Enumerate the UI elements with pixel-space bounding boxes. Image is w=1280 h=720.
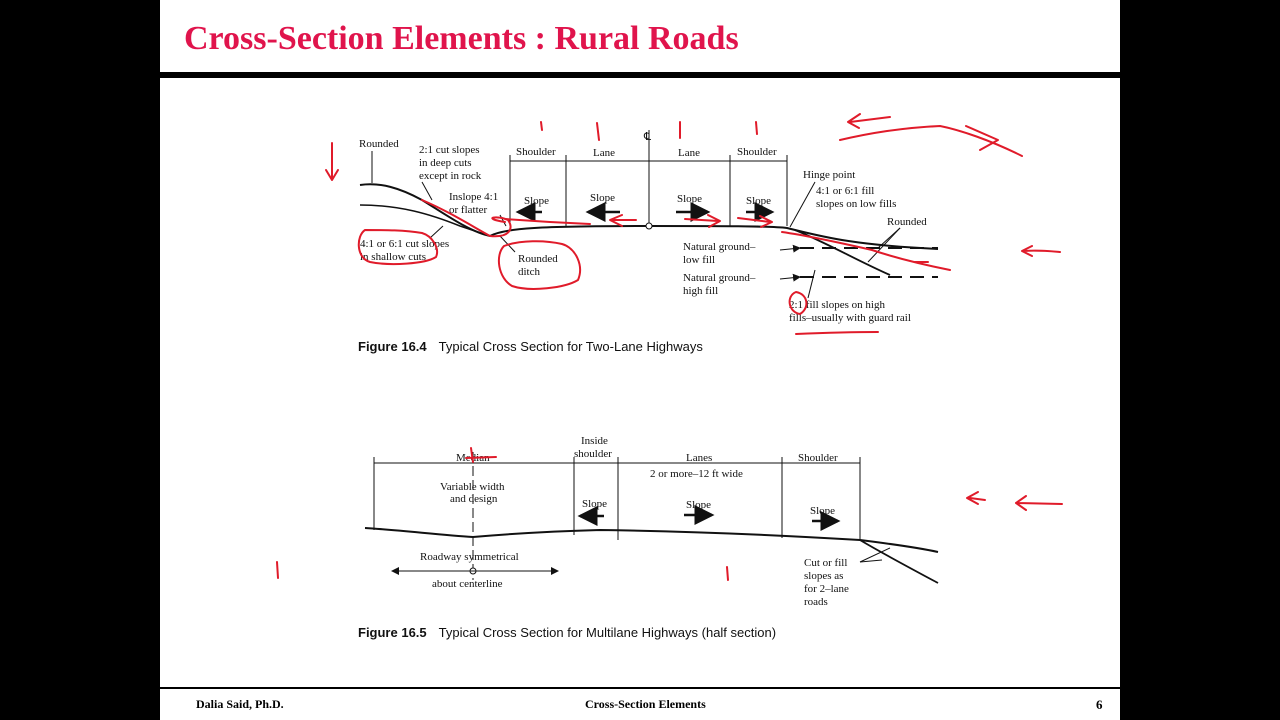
fig1-label-slope-2: Slope — [590, 192, 615, 204]
fig1-label-fill-high-2: fills–usually with guard rail — [789, 312, 911, 324]
fig1-caption: Figure 16.4 Typical Cross Section for Tw… — [358, 338, 703, 355]
fig1-label-shoulder-left: Shoulder — [516, 146, 556, 158]
fig2-label-cut-fill-4: roads — [804, 596, 828, 608]
footer-topic: Cross-Section Elements — [585, 697, 706, 711]
fig1-label-rounded-ditch-2: ditch — [518, 266, 540, 278]
fig1-label-inslope-1: Inslope 4:1 — [449, 191, 498, 203]
fig1-label-cut-slopes-2: in deep cuts — [419, 157, 472, 169]
figures-canvas: Rounded 2:1 cut slopes in deep cuts exce… — [276, 113, 1063, 641]
fig2-ground-profile — [364, 527, 939, 553]
fig1-label-natural-high-2: high fill — [683, 285, 718, 297]
fig1-caption-text: Typical Cross Section for Two-Lane Highw… — [439, 339, 704, 354]
fig2-label-inside-shoulder-2: shoulder — [574, 448, 612, 460]
slide-title: Cross-Section Elements : Rural Roads — [184, 20, 739, 57]
fig1-cut-slope — [359, 204, 491, 237]
fig2-caption-text: Typical Cross Section for Multilane High… — [439, 625, 776, 640]
fig1-label-rounded-right: Rounded — [887, 216, 927, 228]
fig2-label-roadway-2: about centerline — [432, 578, 503, 590]
fig2-label-cut-fill-2: slopes as — [804, 570, 843, 582]
fig1-label-natural-low-1: Natural ground– — [683, 241, 756, 253]
fig2-label-cut-fill-3: for 2–lane — [804, 583, 849, 595]
fig2-caption-number: Figure 16.5 — [358, 625, 427, 640]
fig1-label-hinge-point: Hinge point — [803, 169, 855, 181]
footer-divider — [160, 687, 1120, 689]
fig1-label-rounded-left: Rounded — [359, 138, 399, 150]
fig1-label-fill-low-1: 4:1 or 6:1 fill — [816, 185, 874, 197]
red-annotations — [276, 113, 1063, 581]
fig1-label-lane-left: Lane — [593, 147, 615, 159]
fig1-dimension-line — [509, 130, 788, 226]
fig1-label-shoulder-right: Shoulder — [737, 146, 777, 158]
fig1-label-lane-right: Lane — [678, 147, 700, 159]
footer-author: Dalia Said, Ph.D. — [196, 697, 284, 711]
fig2-slope-arrows — [577, 505, 841, 531]
fig1-label-fill-high-1: 2:1 fill slopes on high — [789, 299, 885, 311]
fig1-label-fill-low-2: slopes on low fills — [816, 198, 896, 210]
figure-16-4: Rounded 2:1 cut slopes in deep cuts exce… — [358, 130, 939, 355]
slide: Cross-Section Elements : Rural Roads — [160, 0, 1120, 720]
fig2-label-slope-2: Slope — [686, 499, 711, 511]
figure-16-5: Median Inside shoulder Lanes 2 or more–1… — [358, 435, 939, 641]
fig1-label-shallow-cut-1: 4:1 or 6:1 cut slopes — [360, 238, 449, 250]
fig1-label-rounded-ditch-1: Rounded — [518, 253, 558, 265]
fig2-caption: Figure 16.5 Typical Cross Section for Mu… — [358, 624, 776, 641]
fig1-label-shallow-cut-2: in shallow cuts — [360, 251, 426, 263]
fig2-label-roadway-1: Roadway symmetrical — [420, 551, 519, 563]
fig2-label-lanes-width: 2 or more–12 ft wide — [650, 468, 743, 480]
title-divider — [160, 72, 1120, 78]
fig1-label-slope-1: Slope — [524, 195, 549, 207]
fig1-caption-number: Figure 16.4 — [358, 339, 427, 354]
fig1-label-cut-slopes-1: 2:1 cut slopes — [419, 144, 480, 156]
fig1-label-natural-low-2: low fill — [683, 254, 715, 266]
fig2-label-variable-1: Variable width — [440, 481, 505, 493]
fig2-side-slope — [859, 539, 939, 584]
fig1-high-fill-slope — [794, 229, 891, 276]
fig1-label-inslope-2: or flatter — [449, 204, 488, 216]
page-number: 6 — [1096, 697, 1103, 712]
fig1-centerline-point — [645, 222, 653, 230]
fig1-label-centerline: ℄ — [643, 131, 651, 143]
fig2-label-variable-2: and design — [450, 493, 498, 505]
fig1-label-cut-slopes-3: except in rock — [419, 170, 482, 182]
fig2-label-inside-shoulder-1: Inside — [581, 435, 608, 447]
fig2-label-shoulder: Shoulder — [798, 452, 838, 464]
fig2-label-slope-1: Slope — [582, 498, 607, 510]
fig2-leader-lines — [859, 547, 891, 563]
fig2-label-cut-fill-1: Cut or fill — [804, 557, 847, 569]
fig2-dimension-line — [373, 457, 861, 540]
fig1-label-slope-4: Slope — [746, 195, 771, 207]
fig1-label-slope-3: Slope — [677, 193, 702, 205]
fig2-label-lanes: Lanes — [686, 452, 712, 464]
fig2-label-slope-3: Slope — [810, 505, 835, 517]
fig1-label-natural-high-1: Natural ground– — [683, 272, 756, 284]
